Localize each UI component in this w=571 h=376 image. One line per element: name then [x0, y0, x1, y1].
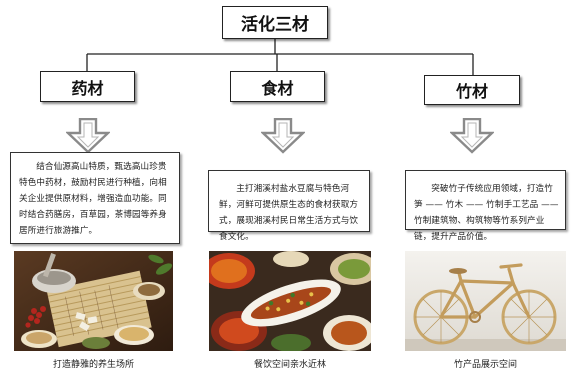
description-text: 结合仙源高山特质，甄选高山珍贵特色中药材，鼓励村民进行种植，向相关企业提供原材料…: [19, 162, 167, 236]
description-box-medicinal: 结合仙源高山特质，甄选高山珍贵特色中药材，鼓励村民进行种植，向相关企业提供原材料…: [10, 152, 180, 244]
description-text: 主打湘溪村盐水豆腐与特色河鲜，河鲜可提供原生态的食材获取方式，展现湘溪村民日常生…: [219, 184, 359, 242]
down-arrow-icon: [261, 118, 305, 154]
photo-herbal-medicine: [14, 251, 173, 351]
category-label: 药材: [71, 78, 104, 98]
title-text: 活化三材: [241, 15, 309, 35]
category-box-food: 食材: [230, 71, 325, 102]
photo-caption-medicinal: 打造静雅的养生场所: [52, 360, 134, 370]
photo-bamboo-bicycle: [405, 251, 566, 351]
down-arrow-icon: [66, 118, 110, 154]
down-arrow-icon: [450, 118, 494, 154]
category-box-bamboo: 竹材: [424, 75, 520, 105]
photo-caption-bamboo: 竹产品展示空间: [453, 360, 517, 370]
photo-local-cuisine: [209, 251, 371, 351]
description-box-bamboo: 突破竹子传统应用领域，打造竹笋 —— 竹木 —— 竹制手工艺品 —— 竹制建筑物…: [405, 170, 566, 242]
category-box-medicinal: 药材: [40, 71, 135, 102]
category-label: 食材: [261, 78, 294, 98]
title-box: 活化三材: [222, 6, 328, 39]
description-text: 突破竹子传统应用领域，打造竹笋 —— 竹木 —— 竹制手工艺品 —— 竹制建筑物…: [414, 184, 559, 242]
description-box-food: 主打湘溪村盐水豆腐与特色河鲜，河鲜可提供原生态的食材获取方式，展现湘溪村民日常生…: [208, 170, 370, 242]
photo-caption-food: 餐饮空间亲水近林: [253, 360, 326, 370]
category-label: 竹材: [455, 82, 488, 101]
